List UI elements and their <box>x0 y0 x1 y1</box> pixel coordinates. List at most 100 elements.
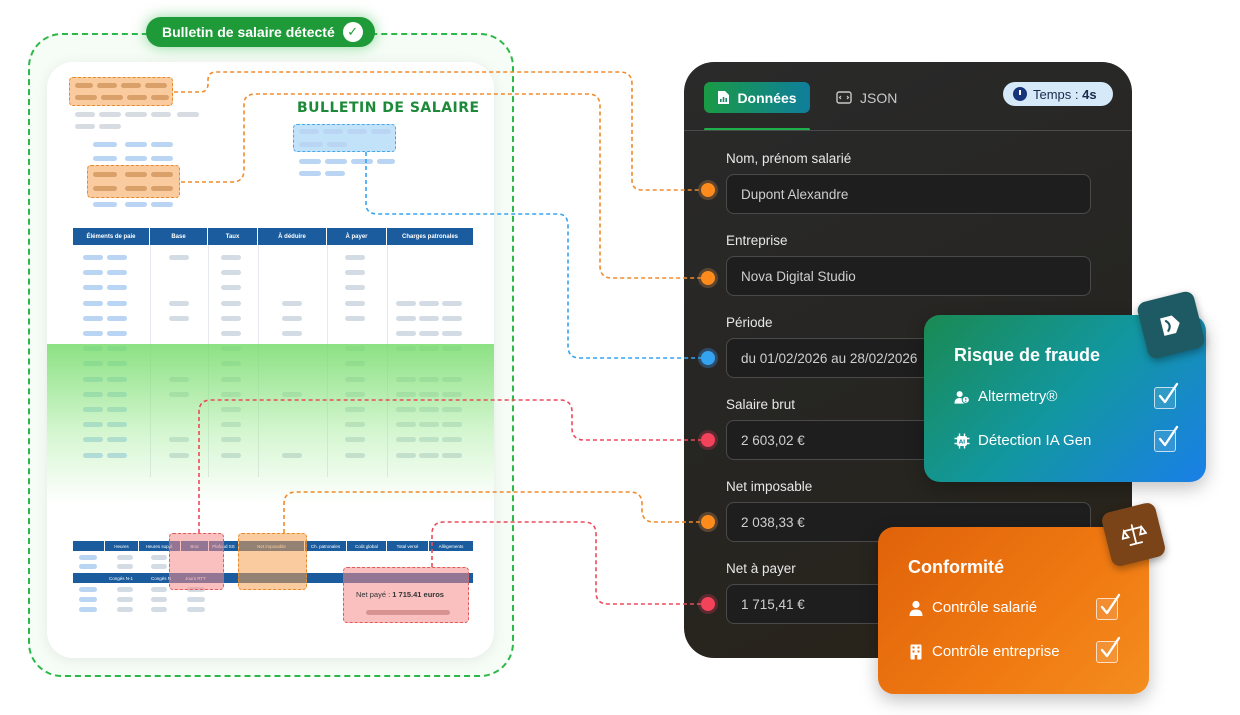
timer-badge: Temps : 4s <box>1003 82 1113 106</box>
redacted-cell <box>221 285 241 291</box>
redacted-cell <box>117 607 133 612</box>
redacted-cell <box>345 255 365 260</box>
redacted-cell <box>83 315 103 321</box>
redacted-cell <box>83 285 103 291</box>
fraud-item-altermetry: Altermetry® <box>954 388 1057 405</box>
redacted-cell <box>169 300 189 306</box>
payslip-table-header: Éléments de paie Base Taux À déduire À p… <box>73 228 473 245</box>
compliance-badge <box>1100 501 1167 568</box>
scale-icon <box>1120 523 1147 546</box>
col-allegements: Allègements <box>438 543 464 549</box>
highlight-brut <box>169 533 224 590</box>
fraud-ia-gen-checkbox[interactable] <box>1154 425 1179 452</box>
tab-donnees-label: Données <box>737 89 797 106</box>
ai-chip-icon: AI <box>954 433 970 449</box>
marker-dot-periode <box>698 348 718 368</box>
field-nom[interactable]: Dupont Alexandre <box>726 174 1091 214</box>
redacted-cell <box>107 270 127 276</box>
compliance-item-entreprise: Contrôle entreprise <box>908 643 1060 660</box>
redacted-cell <box>83 300 103 306</box>
field-label-brut: Salaire brut <box>726 397 796 412</box>
field-entreprise[interactable]: Nova Digital Studio <box>726 256 1091 296</box>
redacted-cell <box>169 255 189 260</box>
redacted-cell <box>117 587 133 592</box>
payslip-document: BULLETIN DE SALAIRE Éléments de paie Bas… <box>47 62 494 658</box>
clock-icon <box>1013 87 1027 101</box>
compliance-item-entreprise-label: Contrôle entreprise <box>932 643 1060 660</box>
highlight-employee <box>87 165 180 198</box>
redacted-cell <box>419 331 439 336</box>
redacted-cell <box>396 300 416 306</box>
col-heures: Heures <box>105 541 139 551</box>
redacted-cell <box>345 315 365 321</box>
redacted-cell <box>79 597 97 602</box>
field-label-periode: Période <box>726 315 773 330</box>
redacted-cell <box>151 597 167 602</box>
payslip-title: BULLETIN DE SALAIRE <box>297 100 480 116</box>
fraud-card-title: Risque de fraude <box>954 345 1101 365</box>
redacted-cell <box>221 331 241 336</box>
tab-donnees[interactable]: Données <box>704 82 810 113</box>
timer-label: Temps : 4s <box>1033 87 1097 102</box>
col-deduire: À déduire <box>258 228 327 245</box>
col-charges: Charges patronales <box>401 233 459 240</box>
marker-dot-entreprise <box>698 268 718 288</box>
col-conges-n: Congés N <box>151 575 172 581</box>
redacted-cell <box>107 331 127 336</box>
redacted-cell <box>151 607 167 612</box>
fraud-item-ia-gen: AI Détection IA Gen <box>954 432 1091 449</box>
timer-label-text: Temps : <box>1033 86 1083 102</box>
fraud-badge <box>1135 289 1207 361</box>
compliance-card-title: Conformité <box>908 557 1004 577</box>
highlight-net-imposable <box>238 533 307 590</box>
code-window-icon <box>836 91 852 104</box>
redacted-cell <box>79 555 97 560</box>
redacted-cell <box>107 300 127 306</box>
field-label-net-payer: Net à payer <box>726 561 796 576</box>
compliance-item-salarie-label: Contrôle salarié <box>932 599 1038 616</box>
compliance-entreprise-checkbox[interactable] <box>1096 636 1121 663</box>
field-label-nom: Nom, prénom salarié <box>726 151 852 166</box>
field-label-net-imposable: Net imposable <box>726 479 813 494</box>
marker-dot-nom <box>698 180 718 200</box>
user-icon <box>908 600 924 616</box>
timer-value: 4s <box>1082 86 1097 102</box>
document-chart-icon <box>718 91 730 104</box>
fraud-item-altermetry-label: Altermetry® <box>978 388 1058 405</box>
shield-tag-icon <box>1160 315 1180 336</box>
redacted-cell <box>151 564 167 569</box>
marker-dot-brut <box>698 430 718 450</box>
marker-dot-net-payer <box>698 594 718 614</box>
redacted-cell <box>107 315 127 321</box>
redacted-cell <box>396 331 416 336</box>
col-conges-n1: Congés N-1 <box>109 575 134 581</box>
col-elements: Éléments de paie <box>73 228 150 245</box>
compliance-salarie-checkbox[interactable] <box>1096 593 1121 620</box>
redacted-cell <box>169 315 189 321</box>
tab-json[interactable]: JSON <box>836 82 897 113</box>
redacted-cell <box>79 587 97 592</box>
redacted-cell <box>345 270 365 276</box>
redacted-cell <box>221 270 241 276</box>
redacted-cell <box>117 555 133 560</box>
redacted-cell <box>221 255 241 260</box>
marker-dot-net-imposable <box>698 512 718 532</box>
redacted-cell <box>151 555 167 560</box>
check-circle-icon: ✓ <box>342 22 363 42</box>
col-total-verse: Total versé <box>387 541 429 551</box>
fraud-altermetry-checkbox[interactable] <box>1154 382 1179 409</box>
redacted-cell <box>345 300 365 306</box>
col-cout-global: Coût global <box>347 541 387 551</box>
fraud-item-ia-gen-label: Détection IA Gen <box>978 432 1092 449</box>
redacted-cell <box>117 597 133 602</box>
field-label-entreprise: Entreprise <box>726 233 788 248</box>
redacted-cell <box>79 607 97 612</box>
redacted-cell <box>345 285 365 291</box>
col-payer: À payer <box>327 228 387 245</box>
redacted-cell <box>442 331 462 336</box>
redacted-cell <box>221 315 241 321</box>
redacted-cell <box>187 597 205 602</box>
col-taux: Taux <box>208 228 258 245</box>
redacted-cell <box>221 300 241 306</box>
svg-text:AI: AI <box>959 439 965 445</box>
